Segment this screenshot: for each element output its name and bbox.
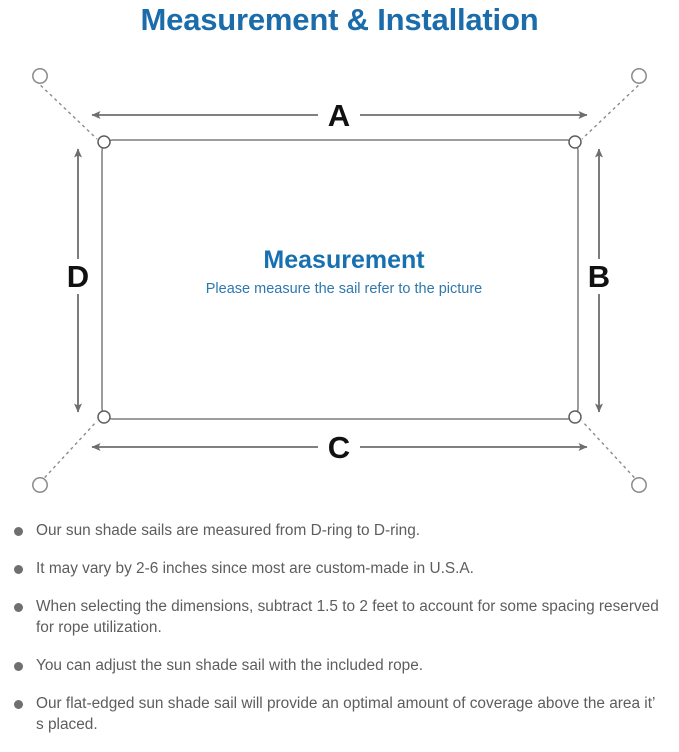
note-text: Our sun shade sails are measured from D-… xyxy=(36,522,421,539)
d-ring-top-left xyxy=(97,135,111,149)
rope-line-top-left xyxy=(35,80,98,140)
dimension-arrow-b: B xyxy=(588,148,610,413)
dimension-arrow-c: C xyxy=(91,430,588,465)
bullet-icon xyxy=(14,662,23,671)
d-ring-bottom-right xyxy=(568,410,582,424)
anchor-point-bottom-right xyxy=(631,477,647,493)
dimension-label-d: D xyxy=(67,259,89,294)
dimension-label-c: C xyxy=(328,430,350,465)
sail-body xyxy=(101,139,579,420)
note-text: When selecting the dimensions, subtract … xyxy=(36,598,659,636)
rope-line-bottom-right xyxy=(581,420,644,488)
sail-center-title: Measurement xyxy=(263,246,425,274)
dimension-label-a: A xyxy=(328,98,350,133)
diagram-container: A C D B Measurement Please measure the s… xyxy=(0,44,679,514)
bullet-icon xyxy=(14,527,23,536)
sail-center-subtitle: Please measure the sail refer to the pic… xyxy=(206,281,482,297)
sail-measurement-diagram: A C D B Measurement Please measure the s… xyxy=(32,68,647,493)
rope-lines xyxy=(35,80,644,488)
list-item: You can adjust the sun shade sail with t… xyxy=(0,655,679,676)
list-item: When selecting the dimensions, subtract … xyxy=(0,596,679,638)
dimension-arrow-d: D xyxy=(67,148,89,413)
d-ring-bottom-left xyxy=(97,410,111,424)
note-text: It may vary by 2-6 inches since most are… xyxy=(36,560,474,577)
rope-line-bottom-left xyxy=(35,420,98,488)
anchor-point-bottom-left xyxy=(32,477,48,493)
dimension-label-b: B xyxy=(588,259,610,294)
notes-list: Our sun shade sails are measured from D-… xyxy=(0,520,679,752)
list-item: Our flat-edged sun shade sail will provi… xyxy=(0,693,679,735)
d-rings xyxy=(97,135,582,424)
d-ring-top-right xyxy=(568,135,582,149)
list-item: Our sun shade sails are measured from D-… xyxy=(0,520,679,541)
note-text: You can adjust the sun shade sail with t… xyxy=(36,657,424,674)
page-title: Measurement & Installation xyxy=(140,2,539,37)
anchor-point-top-right xyxy=(631,68,647,84)
anchor-points xyxy=(32,68,647,493)
dimension-arrow-a: A xyxy=(91,98,588,133)
anchor-point-top-left xyxy=(32,68,48,84)
bullet-icon xyxy=(14,700,23,709)
bullet-icon xyxy=(14,565,23,574)
rope-line-top-right xyxy=(581,80,644,140)
list-item: It may vary by 2-6 inches since most are… xyxy=(0,558,679,579)
note-text: Our flat-edged sun shade sail will provi… xyxy=(36,695,655,733)
bullet-icon xyxy=(14,603,23,612)
